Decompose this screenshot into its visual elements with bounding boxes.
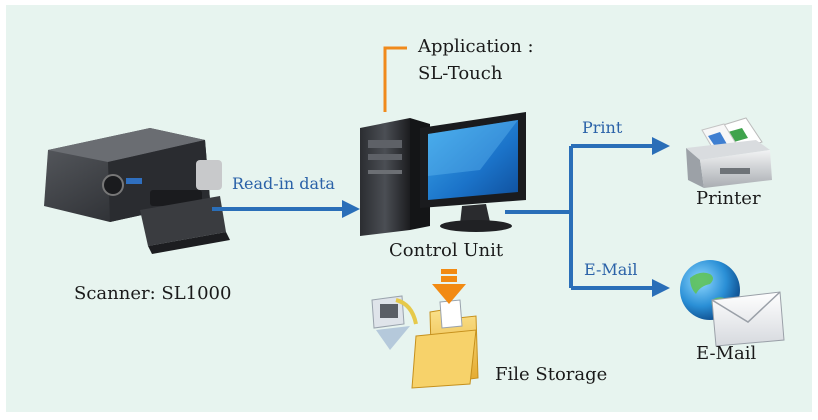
application-label-line1: Application : [418, 36, 534, 57]
read-in-arrow [212, 200, 360, 218]
printer-label: Printer [696, 188, 761, 209]
application-label-line2: SL-Touch [418, 63, 503, 84]
email-label: E-Mail [696, 343, 757, 364]
output-branch-arrows [505, 137, 670, 297]
file-storage-icon [371, 295, 479, 389]
scanner-label: Scanner: SL1000 [74, 283, 232, 304]
print-arrowhead [652, 137, 670, 155]
control-unit-label: Control Unit [389, 240, 504, 261]
file-storage-label: File Storage [495, 364, 608, 385]
email-globe-icon [680, 260, 785, 347]
monitor-icon [420, 112, 526, 232]
application-callout-line [383, 46, 407, 112]
print-label: Print [582, 118, 623, 137]
email-arrow-label: E-Mail [584, 260, 638, 279]
email-arrowhead [652, 279, 670, 297]
read-in-data-label: Read-in data [232, 174, 335, 193]
printer-icon [686, 117, 772, 188]
storage-arrow [432, 269, 466, 304]
scanner-icon [44, 128, 230, 254]
computer-tower-icon [360, 118, 430, 236]
